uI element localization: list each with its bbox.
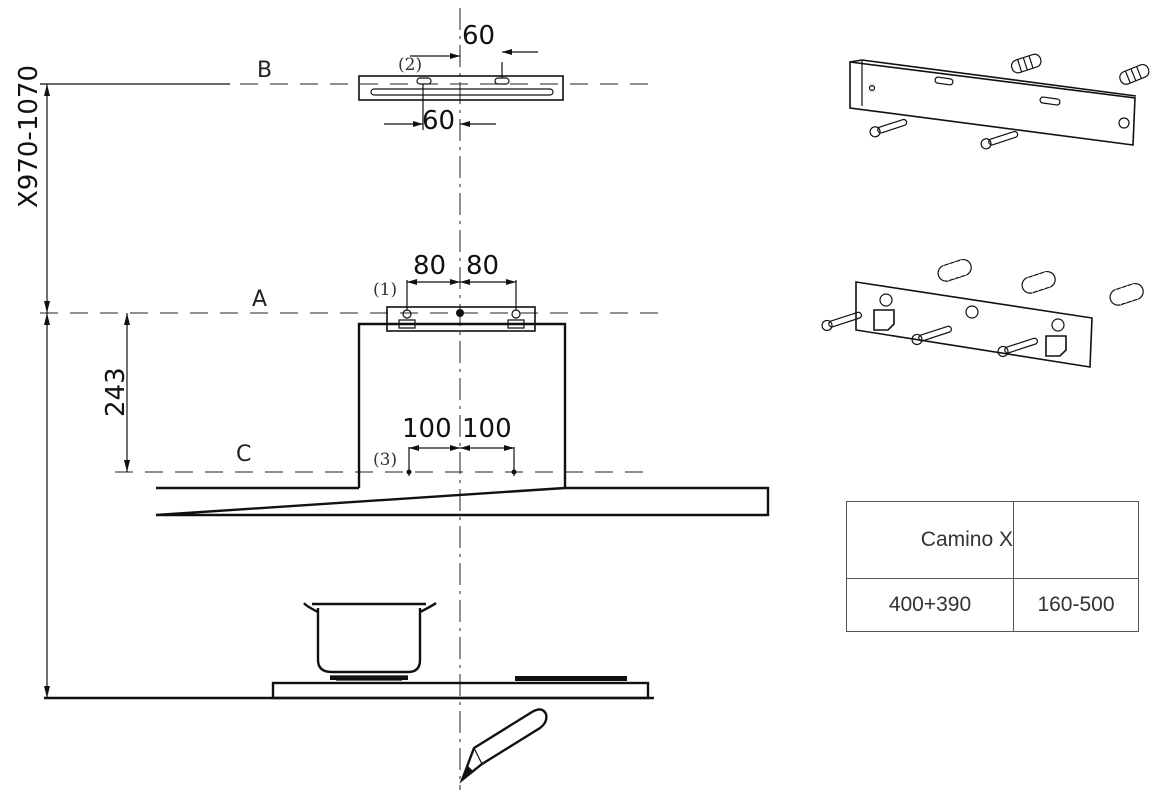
dimension-table: Camino X 400+390 160-500 bbox=[846, 501, 1139, 632]
top-bracket-hardware-illustration bbox=[849, 53, 1150, 150]
table-value-right: 160-500 bbox=[1013, 578, 1139, 632]
chimney-body bbox=[357, 322, 567, 488]
table-header-left: Camino X bbox=[846, 501, 1014, 579]
dim-80-right-label: 80 bbox=[466, 251, 499, 281]
label-a: A bbox=[252, 287, 267, 312]
label-c: C bbox=[236, 442, 251, 467]
dim-100-right-label: 100 bbox=[462, 414, 512, 444]
dim-80-left-label: 80 bbox=[413, 251, 446, 281]
label-b: B bbox=[257, 58, 272, 83]
total-height-dimension: X970-1070 bbox=[14, 65, 50, 698]
table-value-left: 400+390 bbox=[846, 578, 1014, 632]
dim-60-bottom: 60 bbox=[384, 106, 496, 136]
dim-80-80: 80 80 bbox=[407, 251, 516, 285]
hood-canopy bbox=[155, 486, 770, 517]
dim-100-left-label: 100 bbox=[402, 414, 452, 444]
table-header-right bbox=[1013, 501, 1139, 579]
dim-60-top-label: 60 bbox=[462, 21, 495, 51]
ref-1: (1) bbox=[373, 280, 397, 300]
top-bracket bbox=[358, 62, 564, 130]
dim-100-100: 100 100 bbox=[402, 414, 517, 476]
hood-height-dimension: 243 bbox=[101, 313, 131, 472]
mid-bracket-hardware-illustration bbox=[821, 258, 1144, 368]
total-height-label: X970-1070 bbox=[14, 65, 44, 208]
ref-2: (2) bbox=[398, 55, 422, 75]
pot bbox=[303, 602, 437, 681]
pencil-icon bbox=[459, 708, 548, 784]
dim-60-bottom-label: 60 bbox=[422, 106, 455, 136]
hood-height-label: 243 bbox=[101, 367, 131, 417]
cooktop bbox=[44, 676, 654, 700]
mid-bracket bbox=[386, 280, 536, 332]
dim-60-top: 60 bbox=[410, 21, 538, 59]
ref-3: (3) bbox=[373, 450, 397, 470]
